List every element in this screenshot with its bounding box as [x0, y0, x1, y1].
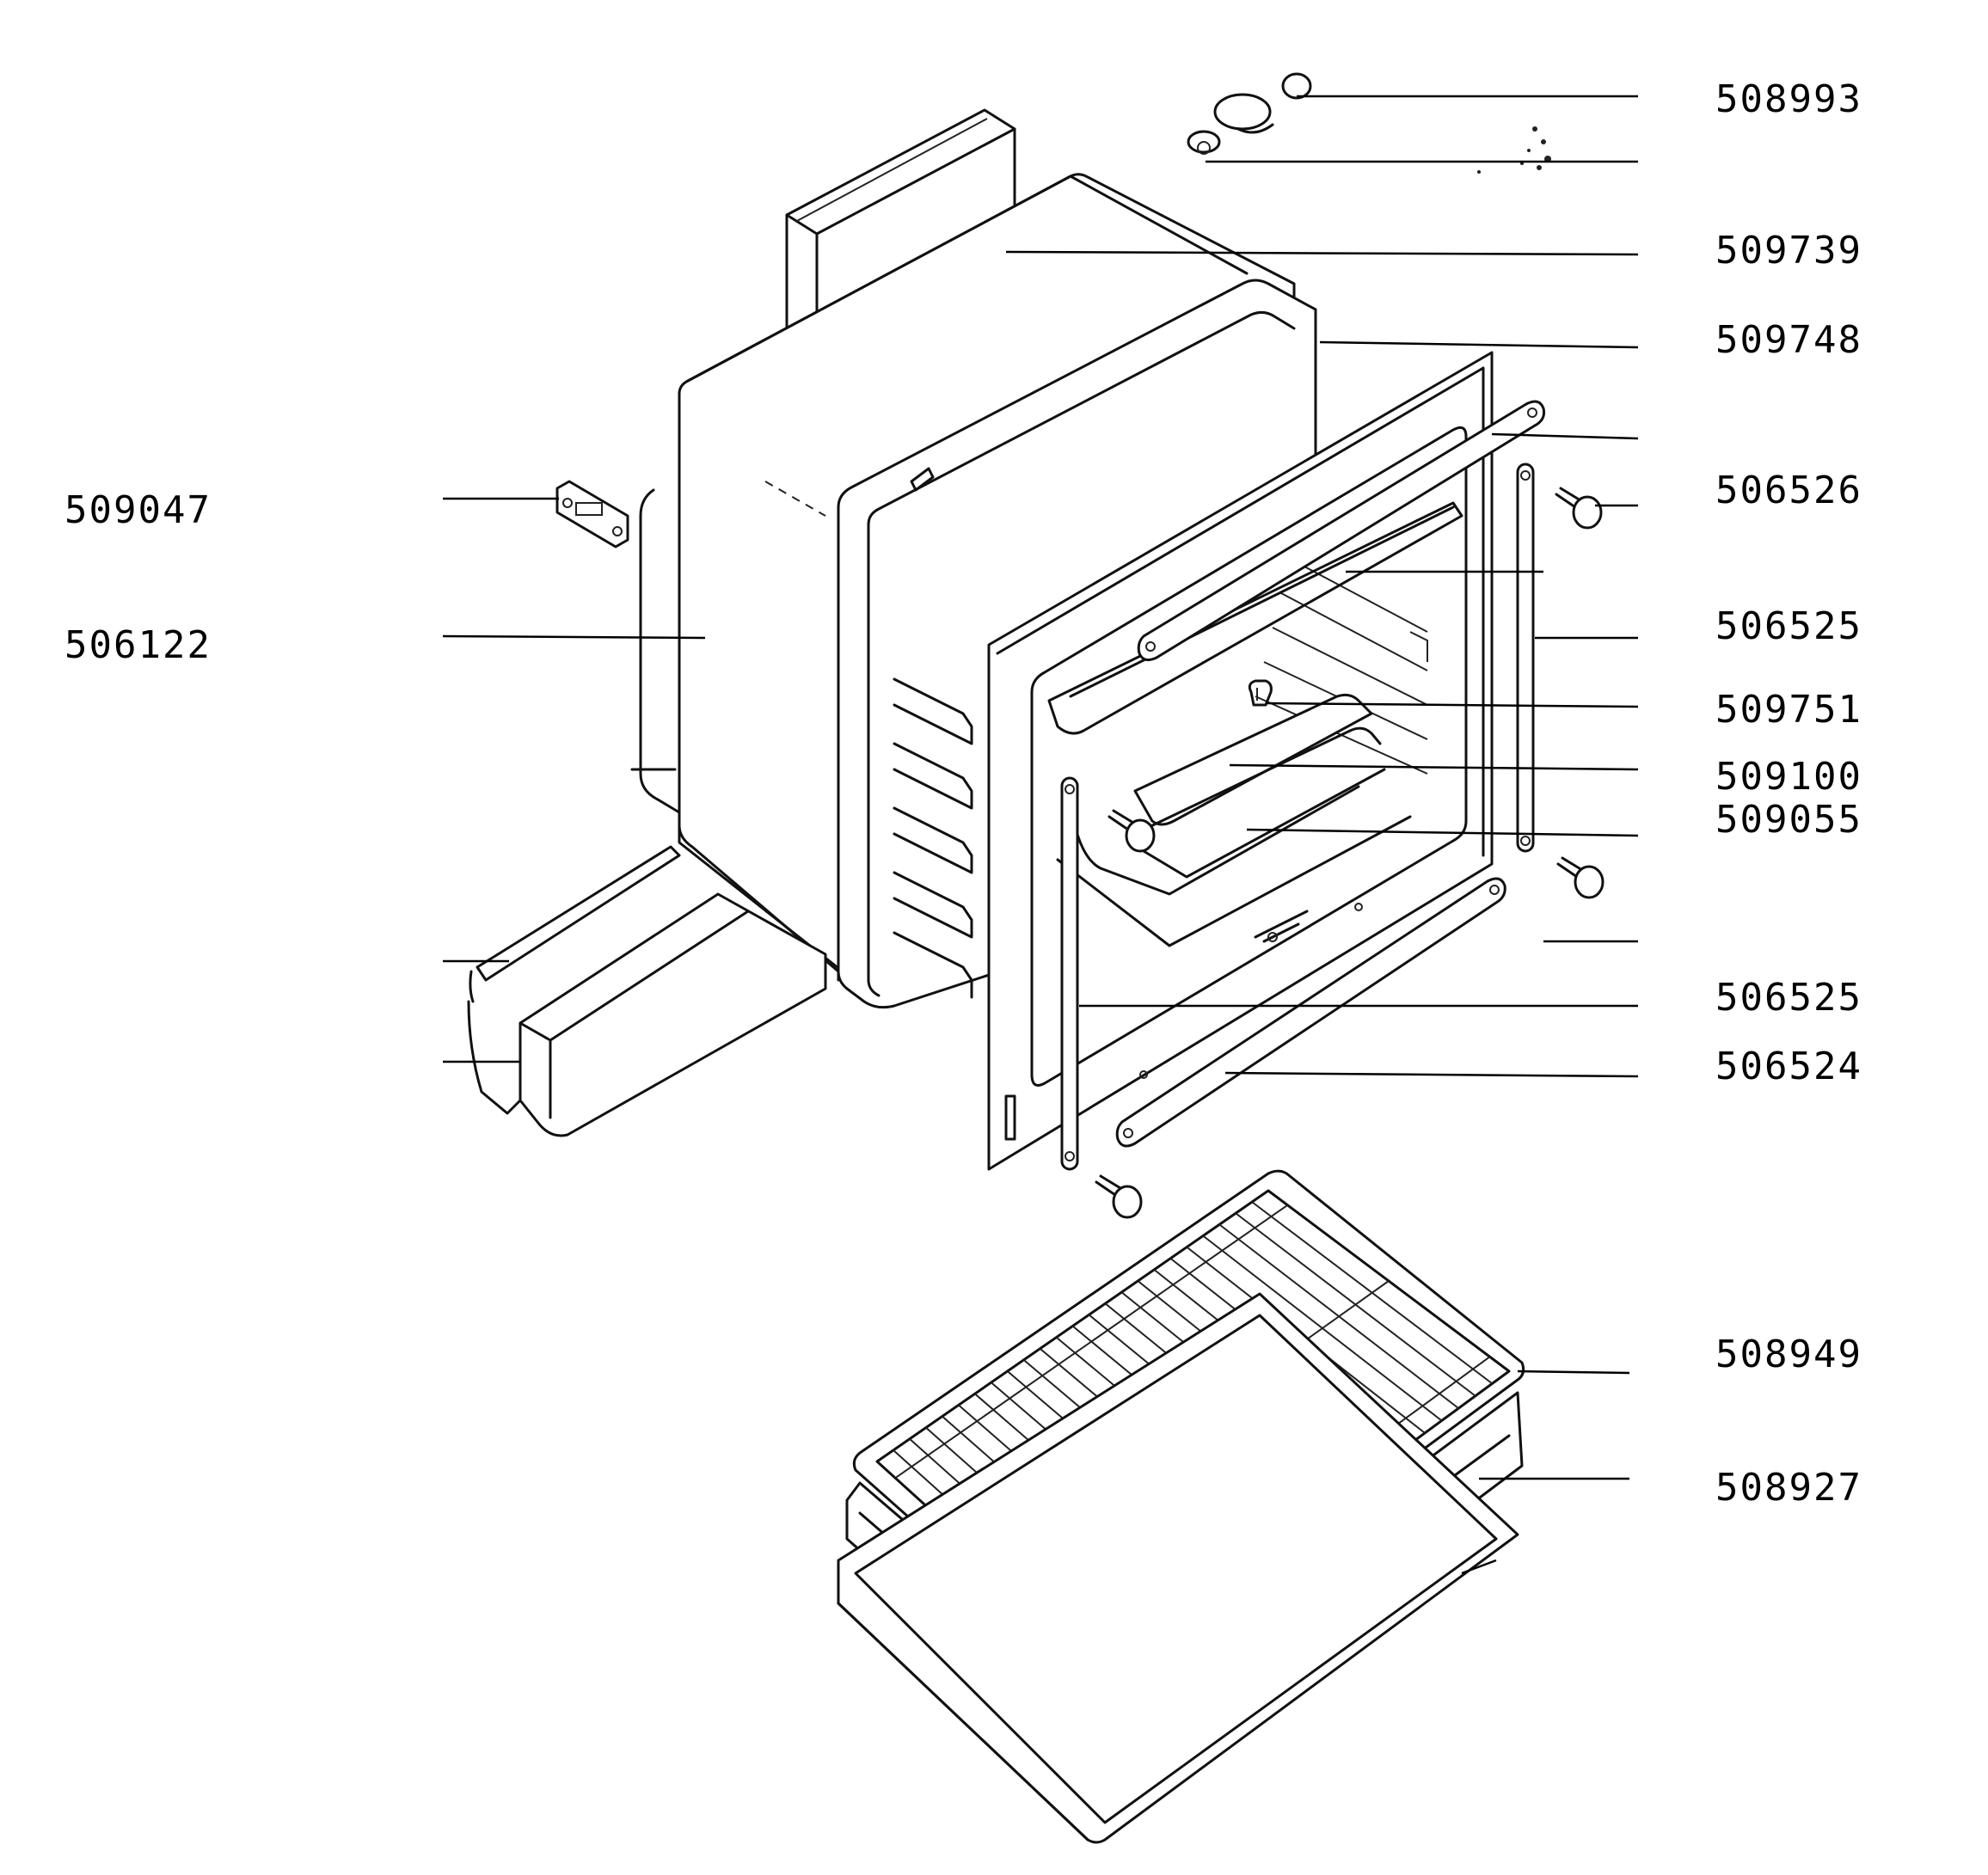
- lower-horizontal-rail: [1115, 877, 1506, 1148]
- screw: [1555, 487, 1603, 530]
- lamp-clip: [1248, 679, 1273, 707]
- part-label: 506526: [1715, 469, 1862, 512]
- part-labels: 508993 509739 509748 506526 506525 50975…: [64, 77, 1862, 1510]
- screw: [1108, 809, 1156, 853]
- part-label: 509739: [1715, 229, 1862, 273]
- part-label: 508949: [1715, 1333, 1862, 1376]
- part-label: 506524: [1715, 1045, 1862, 1088]
- bottom-insulation-strip: [469, 845, 681, 1003]
- oven-lamp: [1187, 72, 1551, 174]
- rack-crossbar: [894, 1204, 1288, 1480]
- part-label: 506525: [1715, 604, 1862, 648]
- part-label: 509100: [1715, 755, 1862, 799]
- upper-horizontal-rail: [1137, 400, 1545, 662]
- right-vertical-rail: [1516, 463, 1535, 853]
- enamel-pan: [837, 1292, 1519, 1844]
- part-label: 509047: [64, 488, 212, 532]
- baking-tray-inner: [1133, 693, 1386, 879]
- hinge-bracket: [555, 480, 629, 548]
- part-label: 508927: [1715, 1466, 1862, 1510]
- part-label: 509055: [1715, 798, 1862, 842]
- screw: [1095, 1174, 1143, 1219]
- part-label: 508993: [1715, 77, 1862, 121]
- left-vertical-rail: [1060, 776, 1079, 1171]
- screw: [1556, 856, 1605, 899]
- part-label: 509751: [1715, 688, 1862, 732]
- part-label: 506122: [64, 623, 212, 667]
- leader-lines: [442, 95, 1639, 1575]
- bottom-insulation-pad: [467, 892, 827, 1137]
- part-label: 506525: [1715, 976, 1862, 1020]
- part-label: 509748: [1715, 318, 1862, 362]
